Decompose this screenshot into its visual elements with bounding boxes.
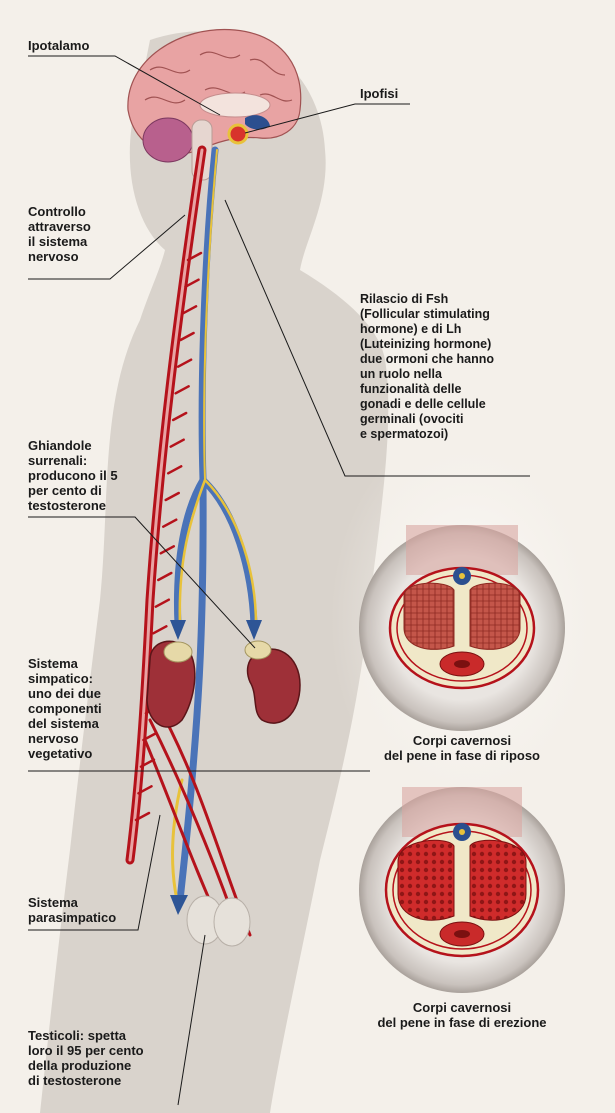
testicles [187, 896, 250, 946]
label-rilascio: Rilascio di Fsh (Follicular stimulating … [360, 292, 494, 442]
pituitary-gland [229, 125, 247, 143]
label-controllo: Controllo attraverso il sistema nervoso [28, 204, 91, 264]
cross-section-resting [359, 525, 565, 731]
label-ghiandole: Ghiandole surrenali: producono il 5 per … [28, 438, 118, 513]
cross-section-erection [359, 787, 565, 993]
caption-resting: Corpi cavernosi del pene in fase di ripo… [356, 733, 568, 763]
cerebellum [143, 118, 193, 162]
label-testicoli: Testicoli: spetta loro il 95 per cento d… [28, 1028, 144, 1088]
label-ipotalamo: Ipotalamo [28, 38, 89, 53]
label-ipofisi: Ipofisi [360, 86, 398, 101]
left-adrenal-gland [164, 642, 192, 662]
right-adrenal-gland [245, 641, 271, 659]
label-parasimpatico: Sistema parasimpatico [28, 895, 116, 925]
label-simpatico: Sistema simpatico: uno dei due component… [28, 656, 102, 761]
caption-erection: Corpi cavernosi del pene in fase di erez… [352, 1000, 572, 1030]
